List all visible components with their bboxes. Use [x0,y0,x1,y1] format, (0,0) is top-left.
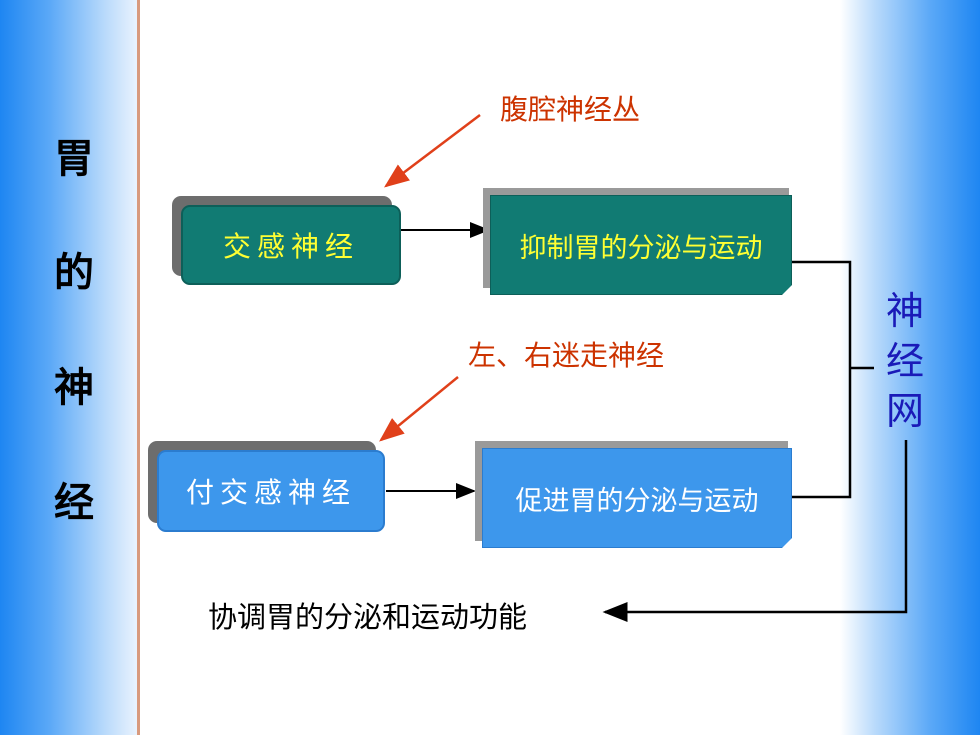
inhibit-effect-box: 抑制胃的分泌与运动 [490,195,792,295]
network-char-3: 网 [885,389,924,433]
side-title-char-2: 的 [54,250,94,296]
sympathetic-nerve-box: 交感神经 [181,205,401,285]
inhibit-box-fold [782,285,792,295]
side-title-char-3: 神 [54,365,94,411]
feedback-line [602,440,908,622]
arrow-celiac [384,114,481,188]
annotation-vagus-nerve: 左、右迷走神经 [468,339,665,372]
promote-box-fold [782,538,792,548]
side-title-char-4: 经 [54,480,94,526]
network-char-2: 经 [885,339,924,383]
annotation-celiac-plexus: 腹腔神经丛 [500,93,641,126]
network-char-1: 神 [885,289,924,333]
parasympathetic-nerve-box: 付交感神经 [157,450,385,532]
coordination-text: 协调胃的分泌和运动功能 [208,600,528,634]
side-title-char-1: 胃 [54,136,94,182]
bracket-line [792,260,852,499]
arrow-vagus [379,376,459,442]
vertical-divider [137,0,140,735]
left-gradient-panel [0,0,140,735]
promote-effect-box: 促进胃的分泌与运动 [482,448,792,548]
